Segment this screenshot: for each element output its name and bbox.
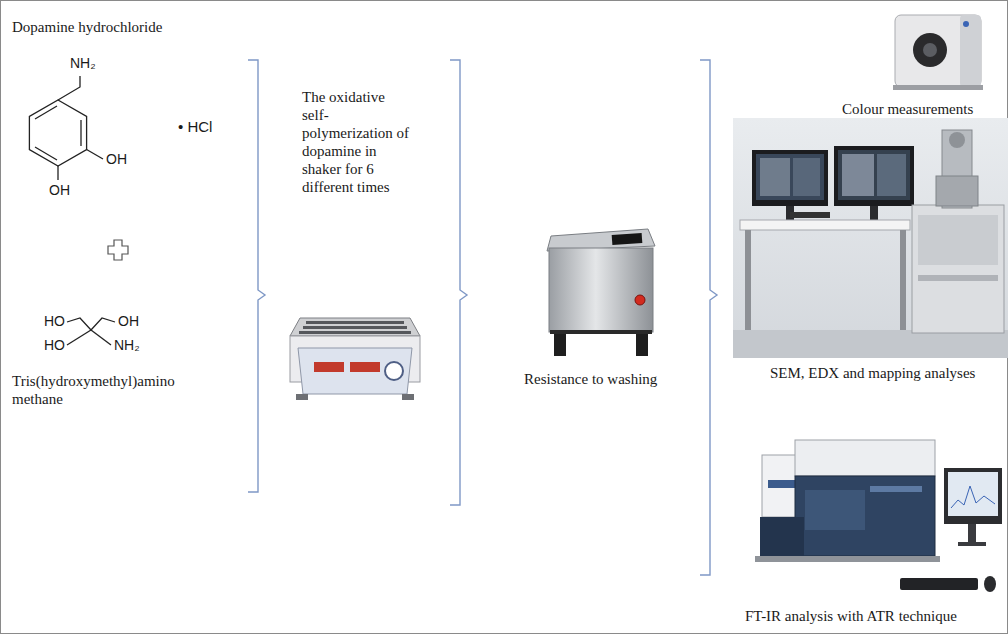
sem-illustration xyxy=(733,330,1008,358)
shaker-illustration xyxy=(402,394,414,400)
sem-illustration xyxy=(756,154,824,200)
ftir-illustration xyxy=(795,476,935,556)
ftir-illustration xyxy=(984,576,996,592)
spectrophotometer-illustration xyxy=(960,15,981,87)
spectrophotometer-illustration xyxy=(913,33,947,67)
shaker-illustration xyxy=(350,362,380,372)
shaker-illustration xyxy=(306,321,404,324)
ftir-illustration xyxy=(944,468,1002,524)
shaker-illustration xyxy=(298,348,412,394)
bracket xyxy=(700,60,717,575)
ftir-illustration xyxy=(900,578,978,590)
ftir-illustration xyxy=(755,440,1002,592)
sem-illustration xyxy=(834,146,914,206)
ftir-illustration xyxy=(870,486,922,492)
atom-label: OH xyxy=(106,151,127,168)
sem-illustration xyxy=(949,132,965,148)
atom-label: OH xyxy=(49,182,70,199)
spectrophotometer-illustration xyxy=(923,43,937,57)
method-label: SEM, EDX and mapping analyses xyxy=(770,364,975,382)
ftir-illustration xyxy=(968,524,976,542)
sem-illustration xyxy=(752,150,828,206)
sem-illustration xyxy=(936,176,978,206)
washing-machine-illustration xyxy=(550,330,652,334)
sem-illustration xyxy=(733,118,1008,358)
bracket xyxy=(248,60,717,575)
sem-illustration xyxy=(790,212,830,218)
tris-structure xyxy=(67,330,91,345)
shaker-illustration xyxy=(296,394,308,400)
shaker-illustration xyxy=(314,362,344,372)
ftir-illustration xyxy=(795,440,935,476)
ftir-illustration xyxy=(768,480,796,488)
sem-illustration xyxy=(733,118,1008,358)
shaker-illustration xyxy=(290,318,420,400)
sem-illustration xyxy=(842,154,874,196)
sem-illustration xyxy=(918,275,998,281)
sem-illustration xyxy=(838,150,910,200)
method-label: Colour measurements xyxy=(842,100,973,118)
shaker-illustration xyxy=(299,331,411,334)
sem-illustration xyxy=(870,206,878,220)
sem-illustration xyxy=(912,205,1004,333)
sem-illustration xyxy=(760,158,790,196)
washing-machine-illustration xyxy=(612,233,643,245)
sem-illustration xyxy=(793,158,820,196)
sem-illustration xyxy=(740,220,910,230)
heading-label: Dopamine hydrochloride xyxy=(12,18,162,36)
atom-label: NH₂ xyxy=(114,337,140,354)
sem-illustration xyxy=(877,154,906,196)
spectrophotometer-illustration xyxy=(893,85,983,90)
spectrophotometer-illustration xyxy=(895,15,981,87)
sem-illustration xyxy=(918,215,998,265)
method-label: FT-IR analysis with ATR technique xyxy=(745,607,957,625)
atom-label: HO xyxy=(44,313,65,330)
salt-label: • HCl xyxy=(178,118,212,136)
atom-label: NH₂ xyxy=(70,55,96,72)
ftir-illustration xyxy=(755,556,940,562)
washing-machine-illustration xyxy=(547,229,655,356)
tris-structure xyxy=(91,318,115,330)
bracket xyxy=(248,60,265,492)
dopamine-structure xyxy=(35,106,57,119)
shaker-illustration xyxy=(290,318,420,336)
dopamine-structure xyxy=(87,150,103,160)
dopamine-structure xyxy=(29,100,86,166)
ftir-illustration xyxy=(958,542,986,546)
ftir-illustration xyxy=(760,517,804,556)
ftir-illustration xyxy=(805,490,865,530)
shaker-illustration xyxy=(385,362,403,380)
bracket xyxy=(450,60,467,505)
washing-machine-illustration xyxy=(549,248,653,332)
dopamine-structure xyxy=(57,166,58,180)
washing-machine-illustration xyxy=(635,295,645,305)
shaker-illustration xyxy=(303,326,407,329)
tris-structure xyxy=(67,318,91,330)
step-label: The oxidative self-polymerization of dop… xyxy=(302,88,410,196)
plus-sign xyxy=(108,240,128,260)
spectrophotometer-illustration xyxy=(893,15,983,90)
atom-label: HO xyxy=(44,337,65,354)
sem-illustration xyxy=(900,230,906,330)
tris-structure xyxy=(91,330,111,345)
compound-label: Tris(hydroxymethyl)amino methane xyxy=(12,372,187,408)
step-label: Resistance to washing xyxy=(524,370,657,388)
washing-machine-illustration xyxy=(554,332,566,356)
spectrophotometer-illustration xyxy=(963,21,969,27)
dopamine-structure xyxy=(80,120,81,146)
tris-structure xyxy=(67,318,115,345)
dopamine-structure xyxy=(35,147,57,160)
ftir-illustration xyxy=(948,472,998,516)
dopamine-structure xyxy=(58,76,80,100)
atom-label: OH xyxy=(118,313,139,330)
sem-illustration xyxy=(745,230,751,330)
washing-machine-illustration xyxy=(636,332,648,356)
dopamine-structure xyxy=(29,76,103,180)
ftir-illustration xyxy=(951,486,995,508)
